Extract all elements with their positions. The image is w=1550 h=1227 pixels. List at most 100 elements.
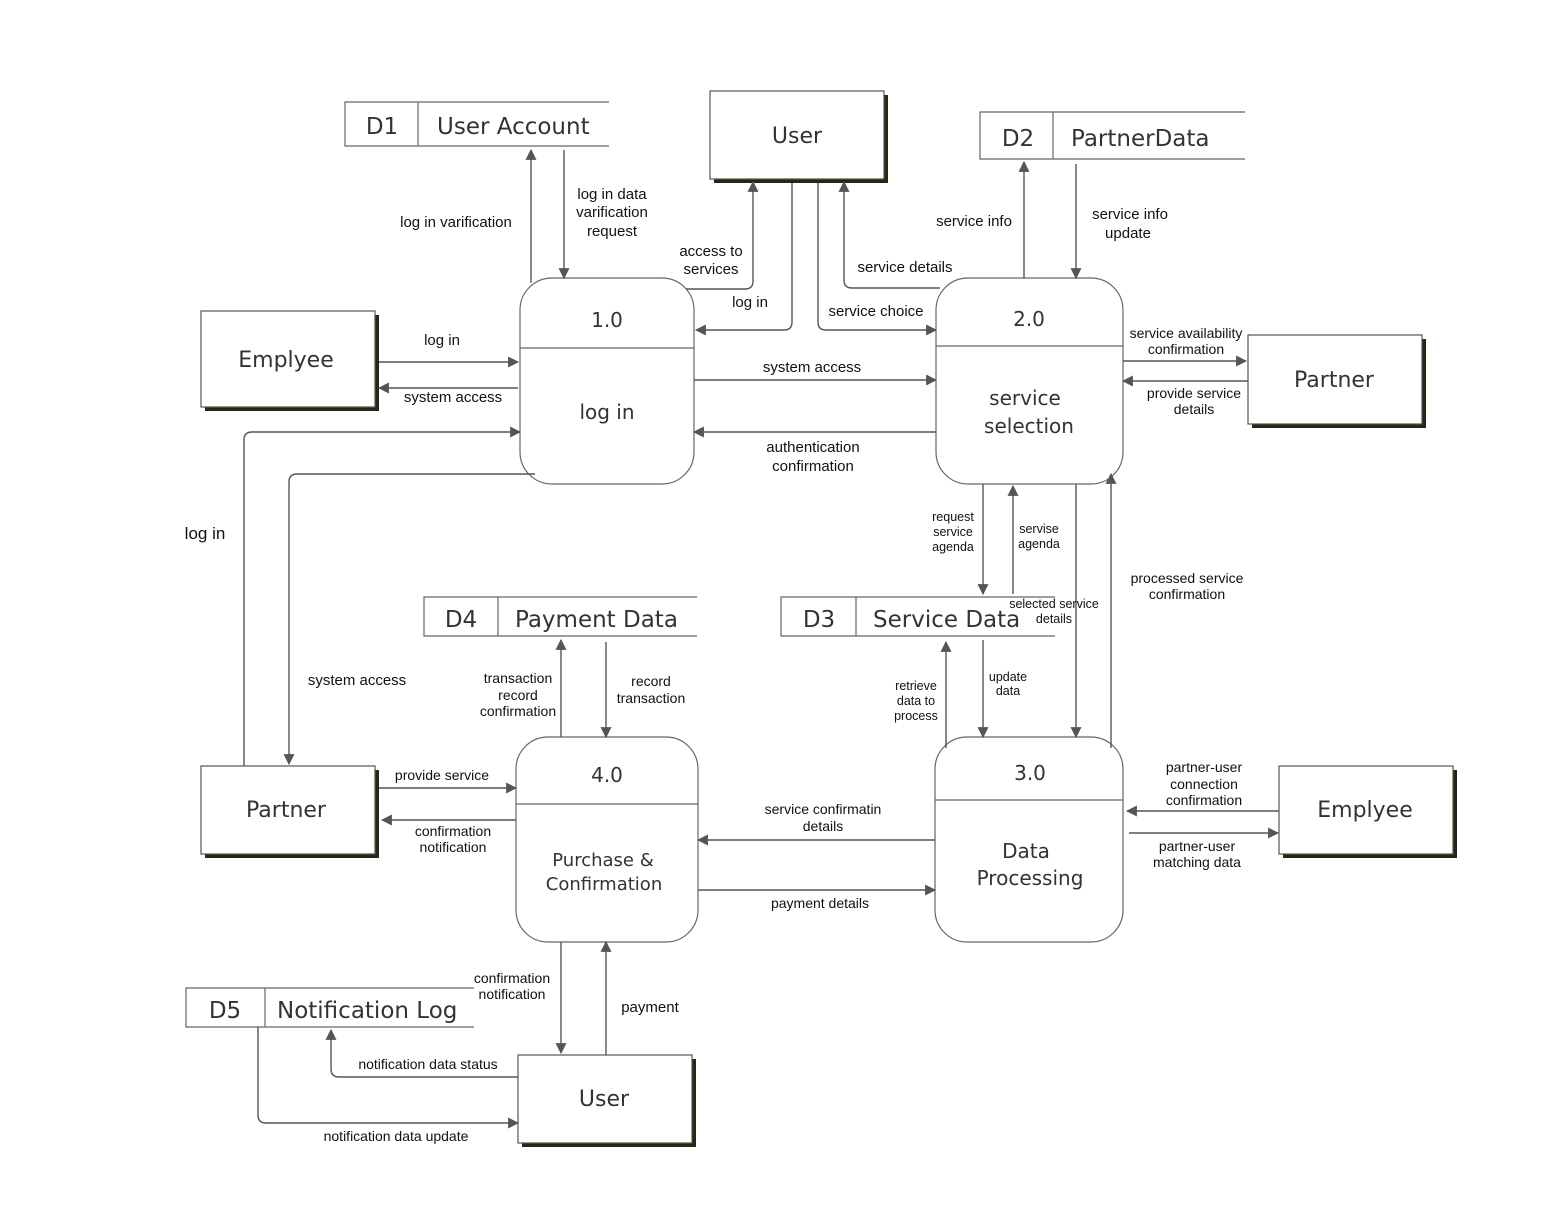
entity-partner-right-label: Partner bbox=[1294, 368, 1375, 393]
entity-emplyee-right: Emplyee bbox=[1278, 765, 1457, 858]
entity-partner-right: Partner bbox=[1247, 334, 1426, 428]
process-3-label-line1: Data bbox=[1002, 839, 1050, 863]
label-processed-service-confirmation-1: processed service bbox=[1131, 570, 1244, 586]
process-4-purchase-confirmation: 4.0 Purchase & Confirmation bbox=[515, 736, 699, 943]
entity-user-top-label: User bbox=[772, 124, 823, 149]
arrow-notification-data-status bbox=[325, 1028, 518, 1078]
label-transaction-record-confirmation-1: transaction bbox=[484, 670, 552, 686]
datastore-d3-name: Service Data bbox=[873, 607, 1020, 633]
process-2-label-line1: service bbox=[989, 386, 1061, 410]
label-record-transaction-2: transaction bbox=[617, 690, 685, 706]
label-p1-p2-system-access: system access bbox=[763, 359, 861, 376]
process-1-label: log in bbox=[579, 400, 634, 424]
arrow-partner-login bbox=[243, 426, 522, 766]
entity-emplyee-left: Emplyee bbox=[200, 310, 379, 411]
label-service-availability-2: confirmation bbox=[1148, 341, 1224, 357]
label-service-availability-1: service availability bbox=[1130, 325, 1243, 341]
arrow-user-login bbox=[694, 183, 793, 336]
datastore-d4: D4 Payment Data bbox=[423, 596, 697, 637]
datastore-d2-name: PartnerData bbox=[1071, 126, 1210, 152]
datastore-d1-id: D1 bbox=[366, 114, 398, 140]
label-service-info-update-2: update bbox=[1105, 225, 1151, 242]
arrow-service-details bbox=[838, 180, 940, 289]
arrow-access-to-services bbox=[686, 180, 759, 290]
arrow-service-choice bbox=[817, 183, 938, 336]
label-request-service-agenda-2: service bbox=[933, 525, 973, 539]
process-4-number: 4.0 bbox=[591, 763, 623, 787]
label-request-service-agenda-1: request bbox=[932, 510, 974, 524]
process-1-number: 1.0 bbox=[591, 308, 623, 332]
label-emp-login: log in bbox=[424, 332, 460, 349]
datastore-d1-name: User Account bbox=[437, 114, 590, 140]
process-3-label-line2: Processing bbox=[977, 866, 1084, 890]
label-retrieve-data-3: process bbox=[894, 709, 938, 723]
label-transaction-record-confirmation-2: record bbox=[498, 687, 538, 703]
label-payment-details: payment details bbox=[771, 895, 869, 911]
label-confirmation-notification-bottom-2: notification bbox=[479, 986, 546, 1002]
entity-emplyee-left-label: Emplyee bbox=[238, 348, 334, 373]
label-transaction-record-confirmation-3: confirmation bbox=[480, 703, 556, 719]
label-service-confirmation-details-1: service confirmatin bbox=[765, 801, 882, 817]
process-4-label-line2: Confirmation bbox=[546, 874, 662, 895]
label-payment: payment bbox=[621, 999, 679, 1016]
process-2-number: 2.0 bbox=[1013, 307, 1045, 331]
label-selected-service-details-1: selected service bbox=[1009, 597, 1099, 611]
label-service-info: service info bbox=[936, 213, 1012, 230]
label-notification-data-update: notification data update bbox=[324, 1128, 469, 1144]
label-access-to-services-2: services bbox=[683, 261, 738, 278]
label-login-verification: log in varification bbox=[400, 214, 512, 231]
arrow-notification-data-update bbox=[257, 1027, 520, 1129]
label-partner-user-matching-2: matching data bbox=[1153, 854, 1241, 870]
label-auth-confirmation-2: confirmation bbox=[772, 458, 854, 475]
entity-partner-left: Partner bbox=[200, 765, 379, 858]
process-2-label-line2: selection bbox=[984, 414, 1074, 438]
label-processed-service-confirmation-2: confirmation bbox=[1149, 586, 1225, 602]
process-4-label-line1: Purchase & bbox=[552, 850, 654, 871]
label-partner-user-connection-3: confirmation bbox=[1166, 792, 1242, 808]
label-selected-service-details-2: details bbox=[1036, 612, 1072, 626]
label-partner-system-access: system access bbox=[308, 672, 406, 689]
label-servise-agenda-1: servise bbox=[1019, 522, 1059, 536]
label-access-to-services-1: access to bbox=[679, 243, 742, 260]
datastore-d4-name: Payment Data bbox=[515, 607, 678, 633]
flow-labels: log in varification log in data varifica… bbox=[185, 186, 1244, 1144]
label-retrieve-data-1: retrieve bbox=[895, 679, 937, 693]
label-partner-login: log in bbox=[185, 524, 226, 543]
label-retrieve-data-2: data to bbox=[897, 694, 935, 708]
entity-user-top: User bbox=[709, 90, 888, 183]
datastore-d1: D1 User Account bbox=[344, 101, 609, 147]
datastore-d3-id: D3 bbox=[803, 607, 835, 633]
entity-user-bottom: User bbox=[517, 1054, 696, 1147]
process-3-number: 3.0 bbox=[1014, 761, 1046, 785]
label-notification-data-status: notification data status bbox=[358, 1056, 497, 1072]
label-provide-service-details-1: provide service bbox=[1147, 385, 1241, 401]
datastore-d5-name: Notification Log bbox=[277, 998, 457, 1024]
datastore-d5-id: D5 bbox=[209, 998, 241, 1024]
process-2-service-selection: 2.0 service selection bbox=[935, 277, 1124, 485]
label-partner-user-connection-1: partner-user bbox=[1166, 759, 1243, 775]
entity-emplyee-right-label: Emplyee bbox=[1317, 798, 1413, 823]
datastore-d4-id: D4 bbox=[445, 607, 477, 633]
label-confirmation-notification-left-1: confirmation bbox=[415, 823, 491, 839]
label-service-details: service details bbox=[857, 259, 952, 276]
label-servise-agenda-2: agenda bbox=[1018, 537, 1060, 551]
label-partner-user-matching-1: partner-user bbox=[1159, 838, 1236, 854]
datastore-d5: D5 Notification Log bbox=[185, 987, 474, 1028]
datastore-d3: D3 Service Data bbox=[780, 596, 1055, 637]
label-service-choice: service choice bbox=[828, 303, 923, 320]
arrow-partner-system-access bbox=[283, 473, 535, 766]
label-record-transaction-1: record bbox=[631, 673, 671, 689]
datastore-d2: D2 PartnerData bbox=[979, 111, 1245, 160]
entity-user-bottom-label: User bbox=[579, 1087, 630, 1112]
label-login-data-request-2: varification bbox=[576, 204, 648, 221]
label-emp-system-access: system access bbox=[404, 389, 502, 406]
label-auth-confirmation-1: authentication bbox=[766, 439, 859, 456]
label-login-data-request-1: log in data bbox=[577, 186, 647, 203]
label-login-data-request-3: request bbox=[587, 223, 638, 240]
label-service-confirmation-details-2: details bbox=[803, 818, 843, 834]
label-service-info-update-1: service info bbox=[1092, 206, 1168, 223]
label-update-data-2: data bbox=[996, 684, 1020, 698]
datastore-d2-id: D2 bbox=[1002, 126, 1034, 152]
process-1-login: 1.0 log in bbox=[519, 277, 695, 485]
